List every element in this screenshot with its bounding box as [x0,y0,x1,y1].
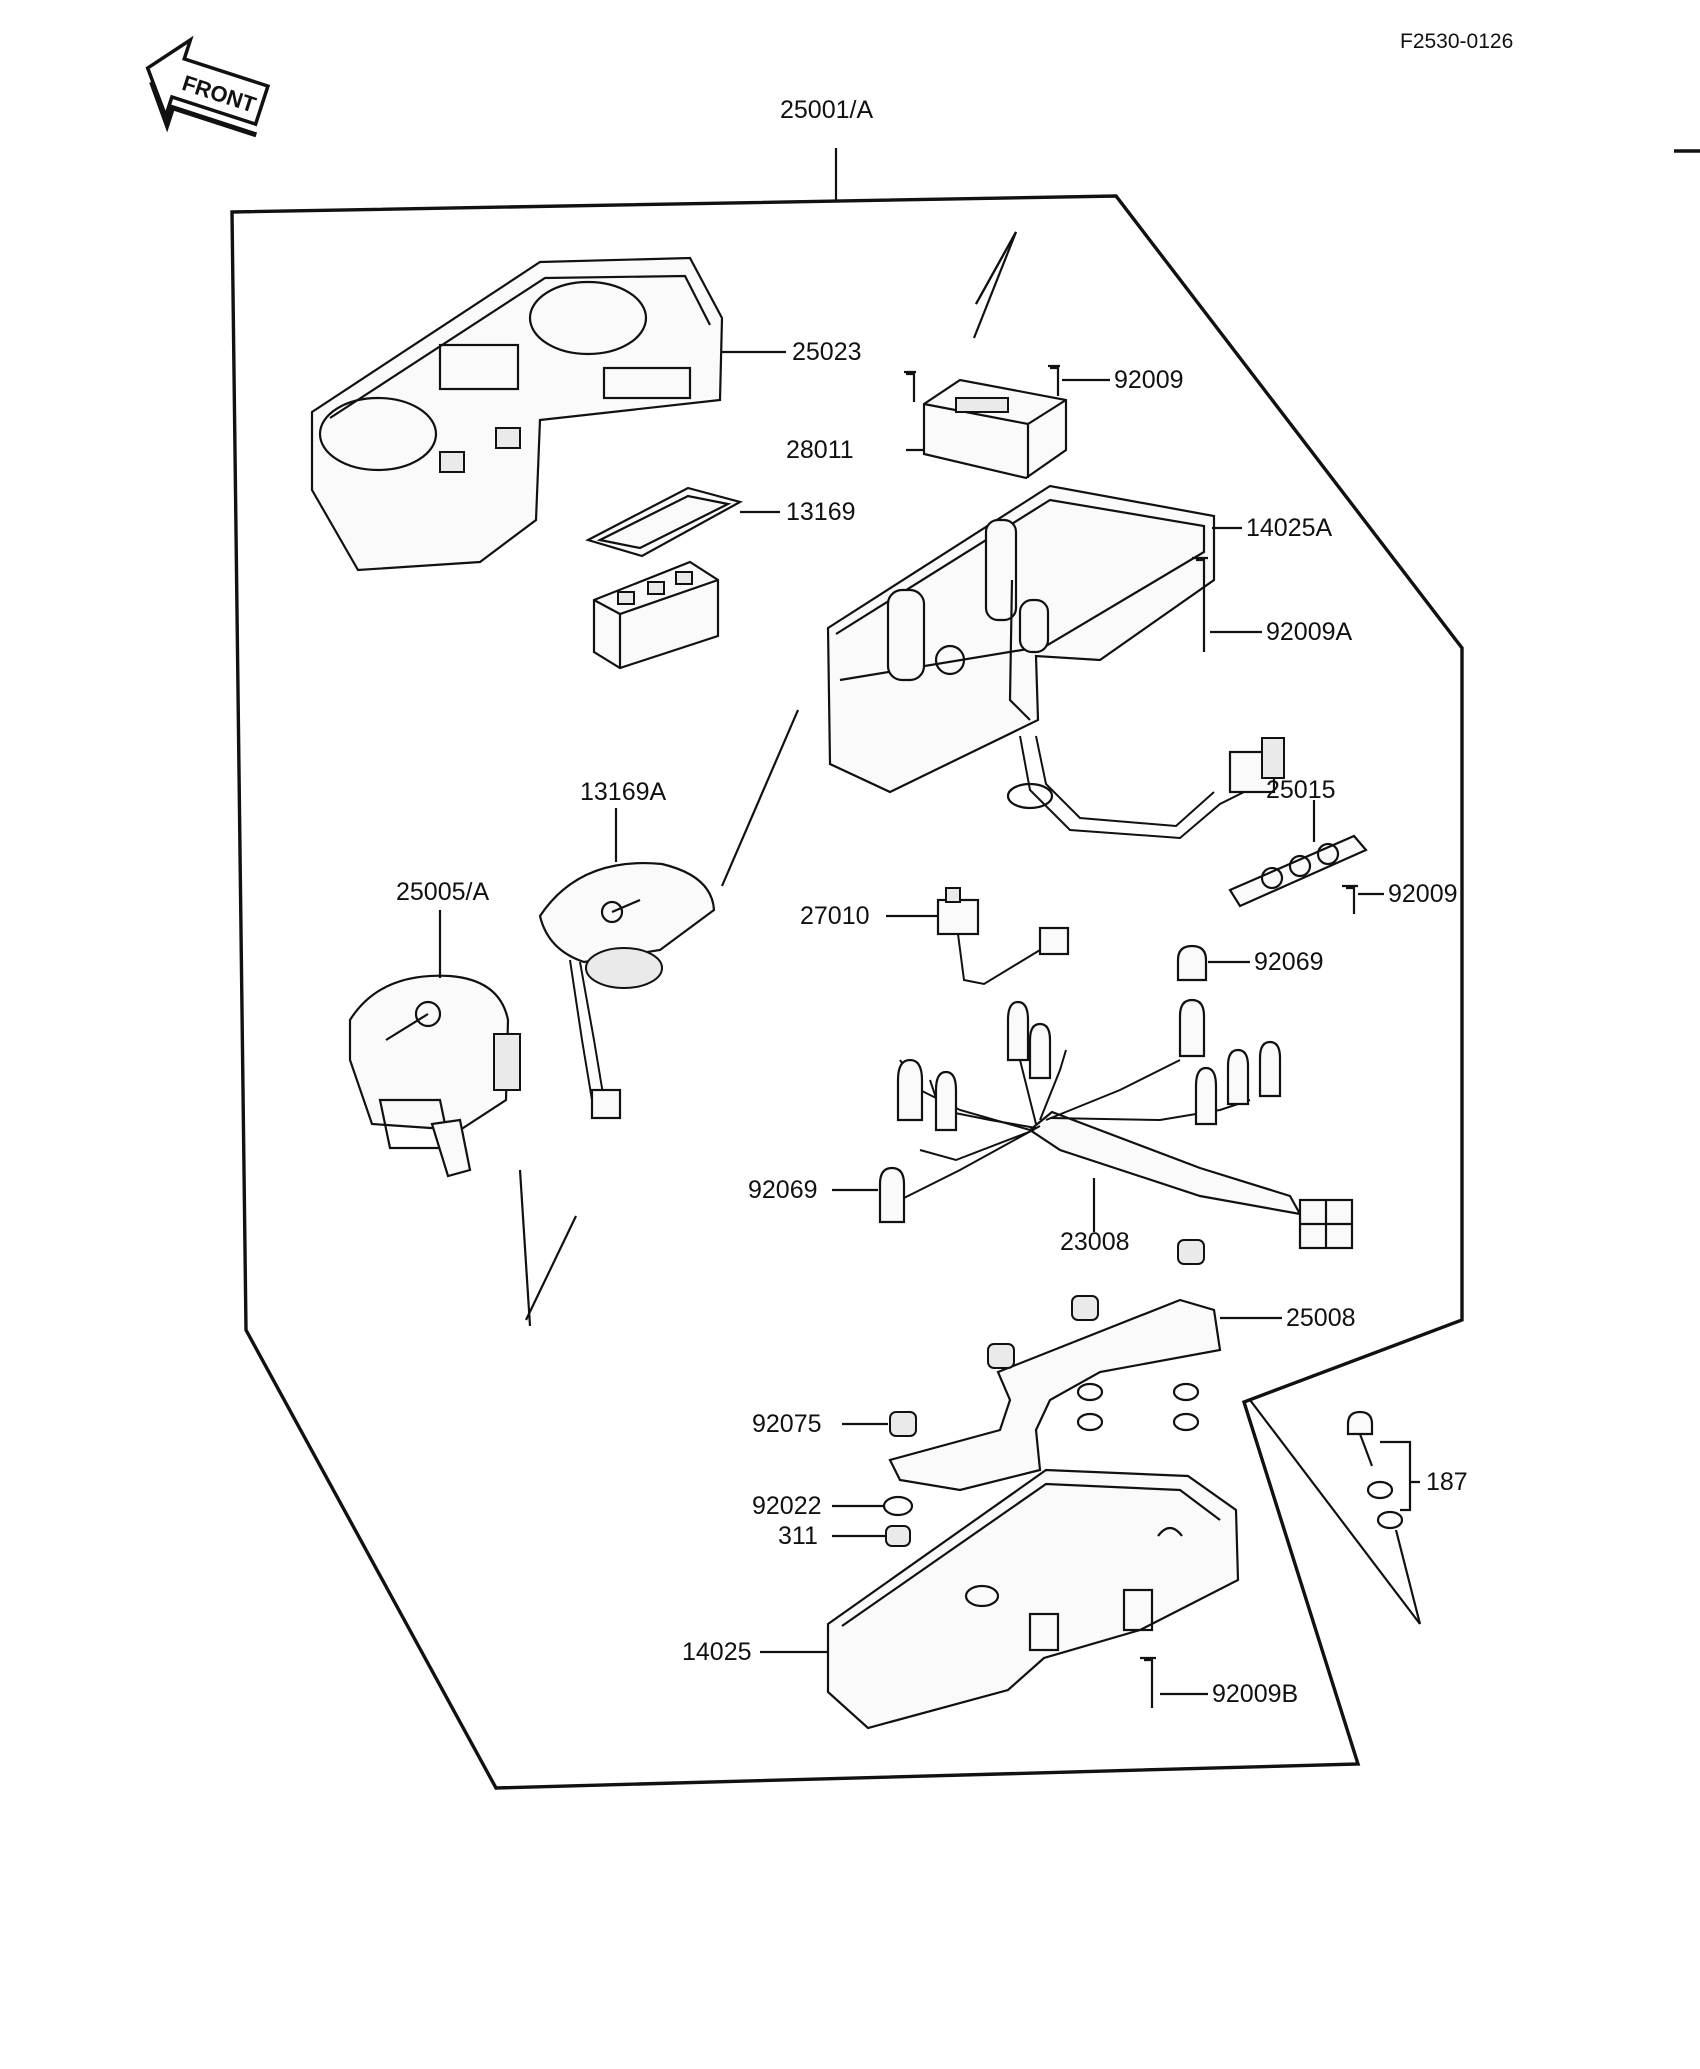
wiring-harness-part: 23008 92069 [748,998,1354,1256]
callout-92022: 92022 [752,1492,822,1520]
callout-25005a: 25005/A [396,878,489,906]
switch-part: 27010 [800,887,1070,986]
callout-13169a: 25015 [1266,776,1336,804]
callout-92069-left: 92069 [748,1176,818,1204]
speedometer-part: 25005/A [348,878,577,1327]
bulb-part: 92069 [1176,944,1324,982]
callout-25008: 25008 [1286,1304,1356,1332]
callout-92009a: 92009A [1266,618,1353,646]
callout-14025: 14025 [682,1638,752,1666]
callout-25015: 13169A [580,778,667,806]
callout-92009b: 92009B [1212,1680,1298,1708]
callout-14025a: 14025A [1246,514,1333,542]
callout-92009-mid: 92009 [1388,880,1458,908]
lower-case-part: 14025 92009B [682,1468,1298,1730]
callout-92069-top: 92069 [1254,948,1324,976]
callout-187: 187 [1426,1468,1468,1496]
callout-92075: 92075 [752,1410,822,1438]
callout-311: 311 [778,1522,818,1550]
indicator-window-part: 13169 [585,486,856,670]
callout-23008: 23008 [1060,1228,1130,1256]
socket-plate-part: 25015 92009 [1228,776,1458,914]
callout-92009-top: 92009 [1114,366,1184,394]
bolt-set-part: 187 [1249,1399,1468,1625]
indicator-unit-part: 28011 92009 [786,231,1184,480]
bracket-part: 25008 92075 [752,1239,1356,1492]
meter-cover-part: 25023 [310,256,862,572]
tachometer-part: 13169A [538,778,716,1120]
washer-collar-parts: 92022 311 [752,1492,914,1550]
assembly-outline: 25001/A [230,96,1464,1790]
upper-case-part: 14025A 92009A [826,484,1353,840]
callout-27010: 27010 [800,902,870,930]
guide-line [720,709,800,887]
front-arrow-icon: FRONT [145,35,271,138]
callout-28011: 28011 [786,436,854,464]
callout-25001a: 25001/A [780,96,873,124]
lamp-sockets [878,998,1282,1224]
callout-13169: 13169 [786,498,856,526]
reference-code: F2530-0126 [1400,30,1513,53]
callout-25023: 25023 [792,338,862,366]
